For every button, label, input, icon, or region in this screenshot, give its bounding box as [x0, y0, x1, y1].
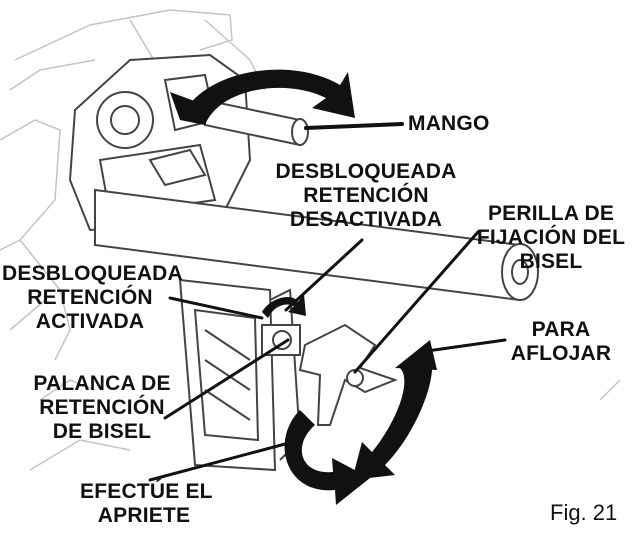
label-tighten: EFECTÚE EL APRIETE — [80, 480, 213, 528]
label-unlocked-detent-off-line-2: RETENCIÓN — [303, 184, 429, 207]
label-mango-line-1: MANGO — [408, 112, 490, 135]
label-unlocked-detent-off-line-1: DESBLOQUEADA — [275, 160, 457, 183]
label-bevel-detent-lever-line-2: RETENCIÓN — [39, 396, 165, 419]
label-loosen-line-1: PARA — [531, 318, 591, 341]
label-unlocked-detent-on: DESBLOQUEADA RETENCIÓN ACTIVADA — [2, 262, 183, 334]
label-unlocked-detent-off: DESBLOQUEADA RETENCIÓN DESACTIVADA — [270, 160, 462, 232]
label-bevel-detent-lever: PALANCA DE RETENCIÓN DE BISEL — [28, 372, 176, 444]
label-unlocked-detent-on-line-1: DESBLOQUEADA — [2, 262, 183, 285]
label-bevel-lock-knob: PERILLA DE FIJACIÓN DEL BISEL — [476, 202, 626, 274]
label-bevel-lock-knob-line-3: BISEL — [519, 250, 583, 273]
figure-caption: Fig. 21 — [550, 500, 618, 525]
label-mango: MANGO — [408, 112, 490, 136]
label-bevel-lock-knob-line-1: PERILLA DE — [487, 202, 615, 225]
label-tighten-line-2: APRIETE — [97, 504, 191, 527]
rotation-arrows — [170, 69, 437, 505]
label-loosen-line-2: AFLOJAR — [510, 342, 612, 365]
label-bevel-detent-lever-line-3: DE BISEL — [52, 420, 152, 443]
label-bevel-lock-knob-line-2: FIJACIÓN DEL — [476, 226, 626, 249]
label-unlocked-detent-on-line-3: ACTIVADA — [35, 310, 145, 333]
saw-body-outline — [0, 9, 621, 471]
label-bevel-detent-lever-line-1: PALANCA DE — [33, 372, 171, 395]
label-unlocked-detent-on-line-2: RETENCIÓN — [27, 286, 153, 309]
label-unlocked-detent-off-line-3: DESACTIVADA — [289, 208, 443, 231]
leader-lines — [148, 122, 507, 482]
label-loosen: PARA AFLOJAR — [505, 318, 617, 366]
label-tighten-line-1: EFECTÚE EL — [80, 480, 213, 503]
